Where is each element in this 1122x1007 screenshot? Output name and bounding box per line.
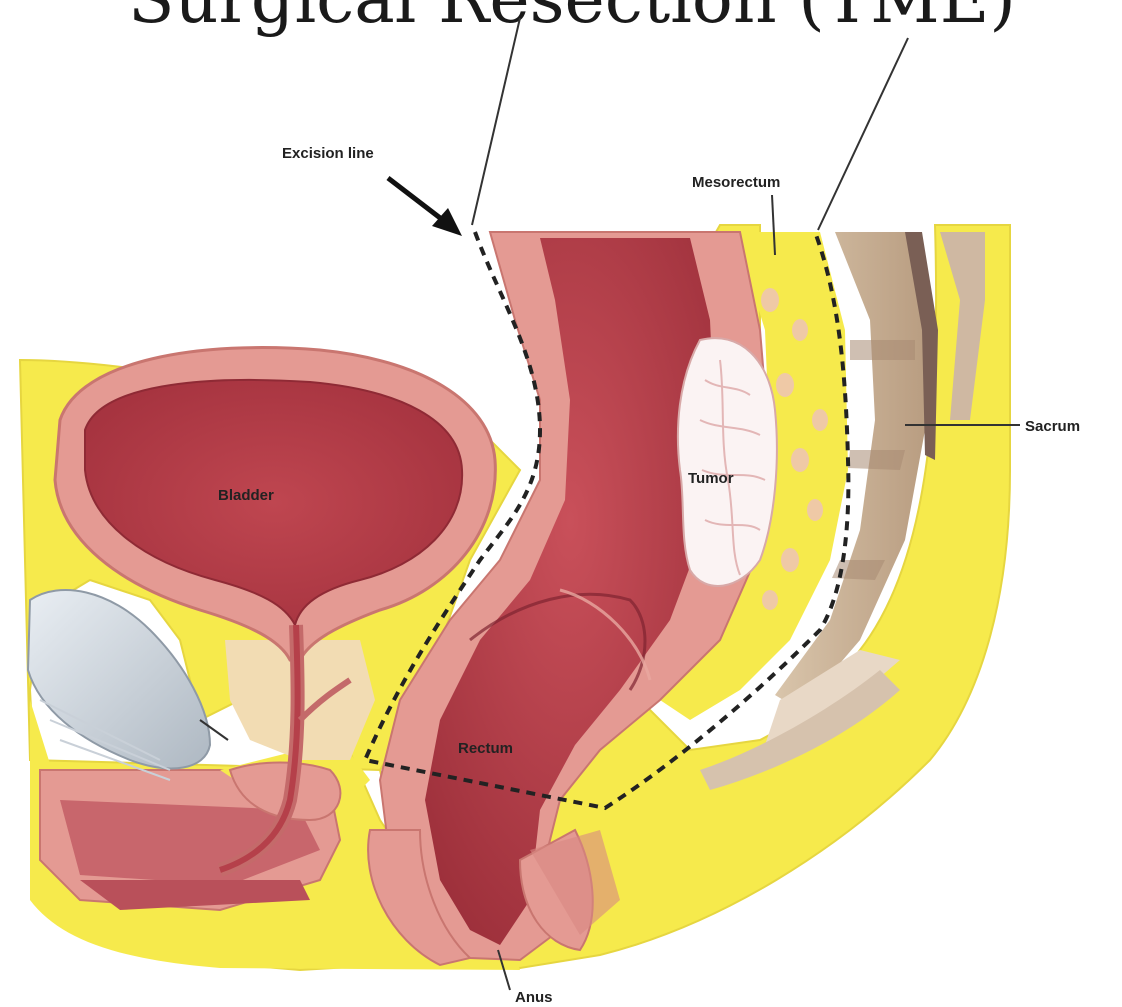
label-tumor: Tumor	[688, 470, 734, 487]
label-bladder: Bladder	[218, 487, 274, 504]
lymph-node	[781, 548, 799, 572]
lymph-node	[776, 373, 794, 397]
title-fragment: Surgical Resection (TME)	[128, 0, 1016, 39]
tumor-mass	[678, 338, 777, 586]
lymph-node	[812, 409, 828, 431]
label-rectum: Rectum	[458, 740, 513, 757]
excision-arrow	[388, 178, 462, 236]
label-sacrum: Sacrum	[1025, 418, 1080, 435]
label-excision-line: Excision line	[282, 145, 374, 162]
lymph-node	[761, 288, 779, 312]
lymph-node	[792, 319, 808, 341]
lymph-node	[791, 448, 809, 472]
lymph-node	[807, 499, 823, 521]
label-anus: Anus	[515, 989, 553, 1006]
label-mesorectum: Mesorectum	[692, 174, 780, 191]
lymph-node	[762, 590, 778, 610]
